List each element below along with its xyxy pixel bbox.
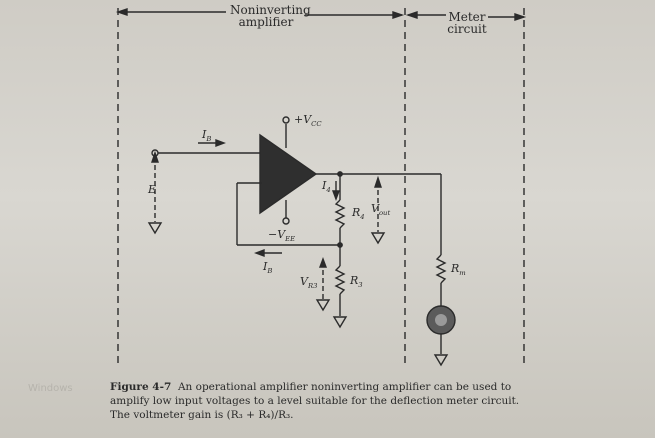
- vout-label-sub: out: [378, 209, 391, 218]
- section-title-meter-line2: circuit: [447, 22, 487, 36]
- e-label: E: [148, 184, 156, 195]
- r4-label-text: R: [352, 206, 361, 219]
- ib-input-label-sub: B: [206, 135, 212, 144]
- vr3-label-text: V: [300, 275, 308, 288]
- rm-label: Rm: [451, 263, 466, 277]
- ib-feedback-label-sub: B: [267, 267, 273, 276]
- rm-label-text: R: [451, 262, 460, 275]
- figure-caption: Figure 4-7 An operational amplifier noni…: [110, 380, 530, 422]
- caption-text: An operational amplifier noninverting am…: [110, 381, 520, 421]
- feedback-node: [337, 242, 343, 248]
- vcc-label: +VCC: [294, 114, 322, 128]
- section-title-amplifier-line1: Noninverting: [230, 3, 311, 17]
- rm-resistor: [435, 254, 447, 284]
- vcc-label-sub: CC: [311, 120, 322, 129]
- meter-ground-symbol: [433, 354, 449, 367]
- section-dim-arrowhead-left: [115, 8, 128, 16]
- i4-arrowhead: [331, 190, 341, 201]
- section-dim-arrowhead-mid: [392, 11, 405, 19]
- e-arrowhead: [151, 150, 159, 163]
- r4-resistor: [334, 199, 346, 229]
- r3-label-sub: 3: [358, 281, 363, 290]
- rm-label-sub: m: [459, 269, 466, 278]
- meter-movement-highlight: [435, 314, 447, 326]
- r3-label: R3: [350, 275, 363, 289]
- section-dim-arrowhead-meter-left: [405, 11, 418, 19]
- vout-label: Vout: [371, 203, 390, 217]
- section-dim-arrowhead-meter-right: [514, 13, 527, 21]
- vr3-arrowhead: [318, 257, 328, 268]
- r4-label-sub: 4: [360, 213, 365, 222]
- vcc-label-text: +V: [294, 113, 312, 126]
- r4-label: R4: [352, 207, 365, 221]
- section-title-amplifier: Noninverting amplifier: [230, 3, 311, 29]
- vcc-terminal: [282, 116, 290, 124]
- vr3-ground-symbol: [315, 299, 331, 312]
- vout-arrowhead: [374, 175, 382, 188]
- ib-input-arrowhead: [215, 138, 226, 148]
- ib-feedback-label-text: I: [263, 260, 268, 273]
- i4-label: I4: [322, 180, 331, 194]
- e-ground-symbol: [147, 222, 163, 235]
- watermark: Windows: [28, 383, 73, 394]
- vee-terminal: [282, 217, 290, 225]
- vee-label-text: −V: [268, 228, 286, 241]
- section-title-meter: Meter circuit: [446, 11, 488, 35]
- section-title-meter-line1: Meter: [448, 10, 486, 24]
- ib-feedback-arrowhead: [254, 248, 265, 258]
- figure-number: Figure 4-7: [110, 381, 172, 393]
- op-amp-symbol: [259, 133, 318, 215]
- vr3-label-sub: R3: [307, 282, 318, 291]
- vout-ground-symbol: [370, 232, 386, 245]
- r3-label-text: R: [350, 274, 359, 287]
- r3-resistor: [334, 265, 346, 295]
- vee-label-sub: EE: [285, 235, 296, 244]
- i4-label-text: I: [322, 179, 327, 192]
- ib-input-label: IB: [202, 129, 211, 143]
- ib-input-label-text: I: [202, 128, 207, 141]
- i4-label-sub: 4: [326, 186, 331, 195]
- vout-label-text: V: [371, 202, 379, 215]
- r3-ground-symbol: [332, 316, 348, 329]
- e-label-text: E: [148, 183, 157, 196]
- vee-label: −VEE: [268, 229, 295, 243]
- section-title-amplifier-line2: amplifier: [238, 15, 294, 29]
- vr3-label: VR3: [300, 276, 317, 290]
- ib-feedback-label: IB: [263, 261, 272, 275]
